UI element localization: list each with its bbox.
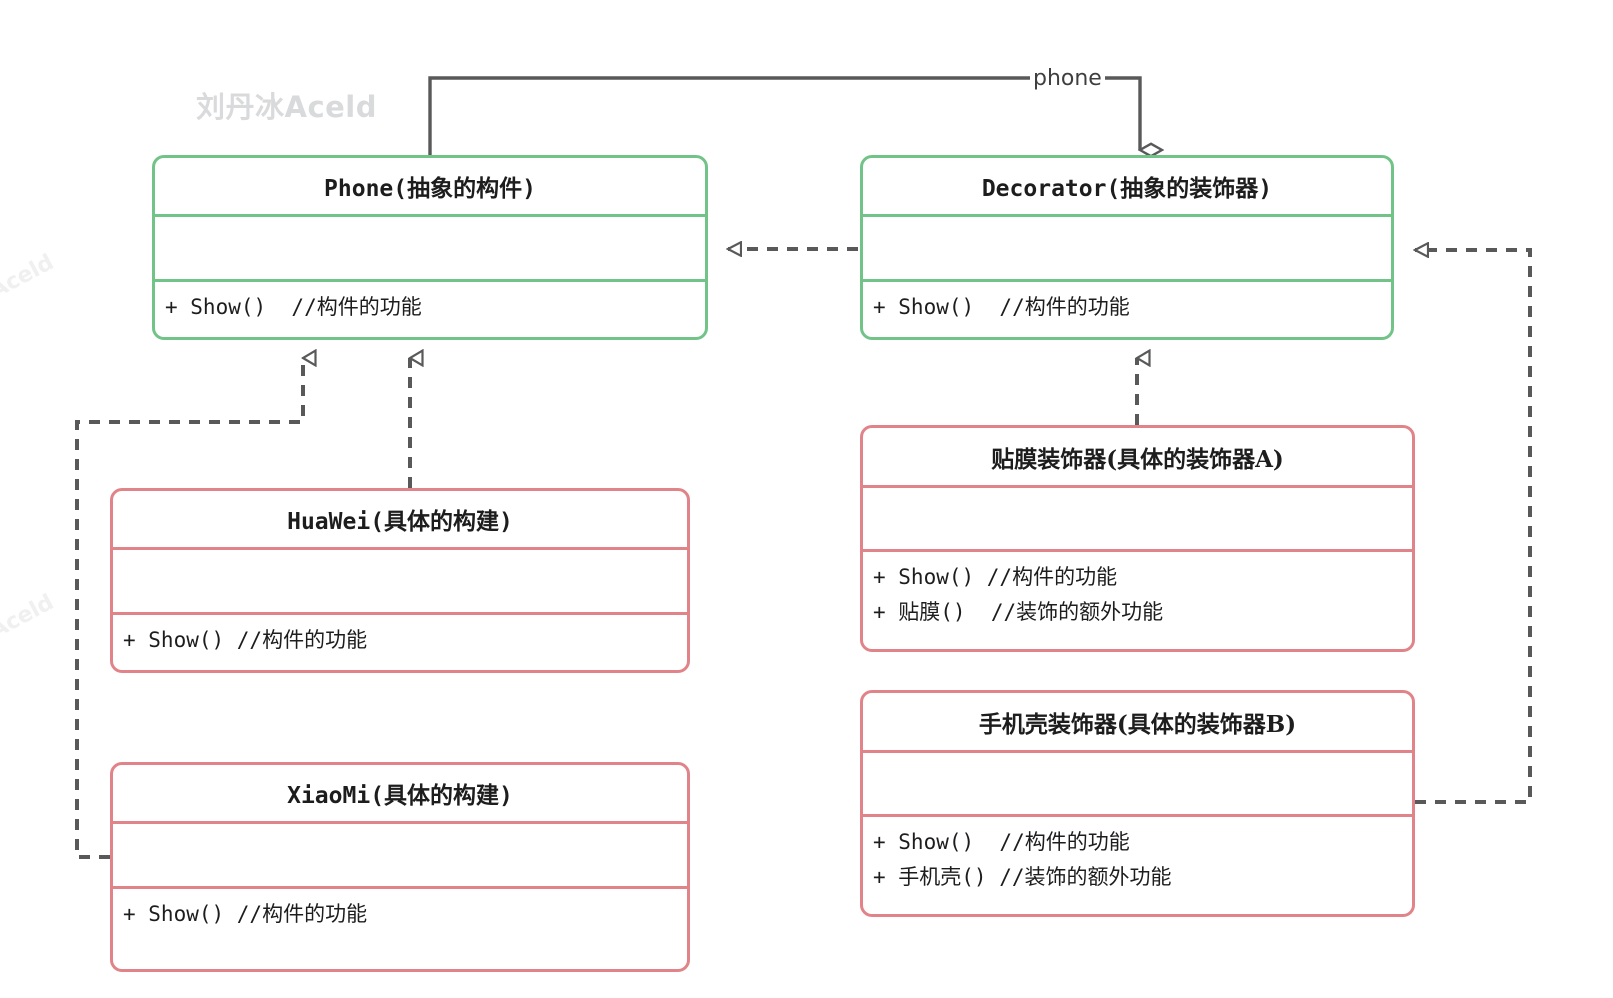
class-title-phone: Phone(抽象的构件) [324, 176, 536, 202]
class-title-decorator-b: 手机壳装饰器(具体的装饰器B) [978, 710, 1297, 738]
class-box-decorator[interactable]: Decorator(抽象的装饰器) + Show() //构件的功能 [860, 155, 1394, 340]
class-box-huawei[interactable]: HuaWei(具体的构建) + Show() //构件的功能 [110, 488, 690, 673]
class-divider [863, 549, 1412, 552]
class-title-decorator: Decorator(抽象的装饰器) [981, 176, 1273, 202]
class-operations-xiaomi: + Show() //构件的功能 [113, 889, 687, 932]
watermark-side-upper: Aceld [0, 249, 59, 305]
class-attributes-decorator [863, 217, 1391, 279]
class-operations-phone: + Show() //构件的功能 [155, 282, 705, 325]
class-box-xiaomi[interactable]: XiaoMi(具体的构建) + Show() //构件的功能 [110, 762, 690, 972]
class-divider [863, 485, 1412, 488]
operation-row: + Show() //构件的功能 [873, 295, 1130, 319]
edge-realization-decorator-b-decorator [1415, 250, 1532, 804]
class-attributes-decorator-b [863, 753, 1412, 814]
class-divider [863, 214, 1391, 217]
watermark-side-lower: Aceld [0, 589, 59, 645]
class-operations-decorator: + Show() //构件的功能 [863, 282, 1391, 325]
class-divider [113, 547, 687, 550]
class-title-xiaomi: XiaoMi(具体的构建) [287, 783, 513, 809]
class-title-decorator-a: 贴膜装饰器(具体的装饰器A) [991, 445, 1284, 473]
operation-row: + Show() //构件的功能 [873, 830, 1130, 854]
class-box-decorator-b[interactable]: 手机壳装饰器(具体的装饰器B) + Show() //构件的功能 + 手机壳()… [860, 690, 1415, 917]
class-title-huawei: HuaWei(具体的构建) [287, 509, 513, 535]
class-attributes-decorator-a [863, 488, 1412, 549]
class-attributes-huawei [113, 550, 687, 612]
operation-row: + Show() //构件的功能 [873, 565, 1118, 589]
class-operations-huawei: + Show() //构件的功能 [113, 615, 687, 658]
class-box-decorator-a[interactable]: 贴膜装饰器(具体的装饰器A) + Show() //构件的功能 + 贴膜() /… [860, 425, 1415, 652]
class-operations-decorator-a: + Show() //构件的功能 + 贴膜() //装饰的额外功能 [863, 552, 1412, 629]
operation-row: + 手机壳() //装饰的额外功能 [873, 864, 1172, 889]
operation-row: + Show() //构件的功能 [165, 295, 422, 319]
class-operations-decorator-b: + Show() //构件的功能 + 手机壳() //装饰的额外功能 [863, 817, 1412, 894]
class-divider [113, 886, 687, 889]
operation-row: + Show() //构件的功能 [123, 628, 368, 652]
class-divider [863, 279, 1391, 282]
class-divider [863, 750, 1412, 753]
class-divider [113, 612, 687, 615]
class-divider [155, 214, 705, 217]
class-divider [863, 814, 1412, 817]
class-divider [113, 821, 687, 824]
operation-row: + 贴膜() //装饰的额外功能 [873, 599, 1164, 624]
class-attributes-phone [155, 217, 705, 279]
watermark-author: 刘丹冰Aceld [196, 90, 378, 124]
class-box-phone[interactable]: Phone(抽象的构件) + Show() //构件的功能 [152, 155, 708, 340]
operation-row: + Show() //构件的功能 [123, 902, 368, 926]
class-divider [155, 279, 705, 282]
edge-label-phone: phone [1030, 66, 1105, 91]
class-attributes-xiaomi [113, 824, 687, 886]
